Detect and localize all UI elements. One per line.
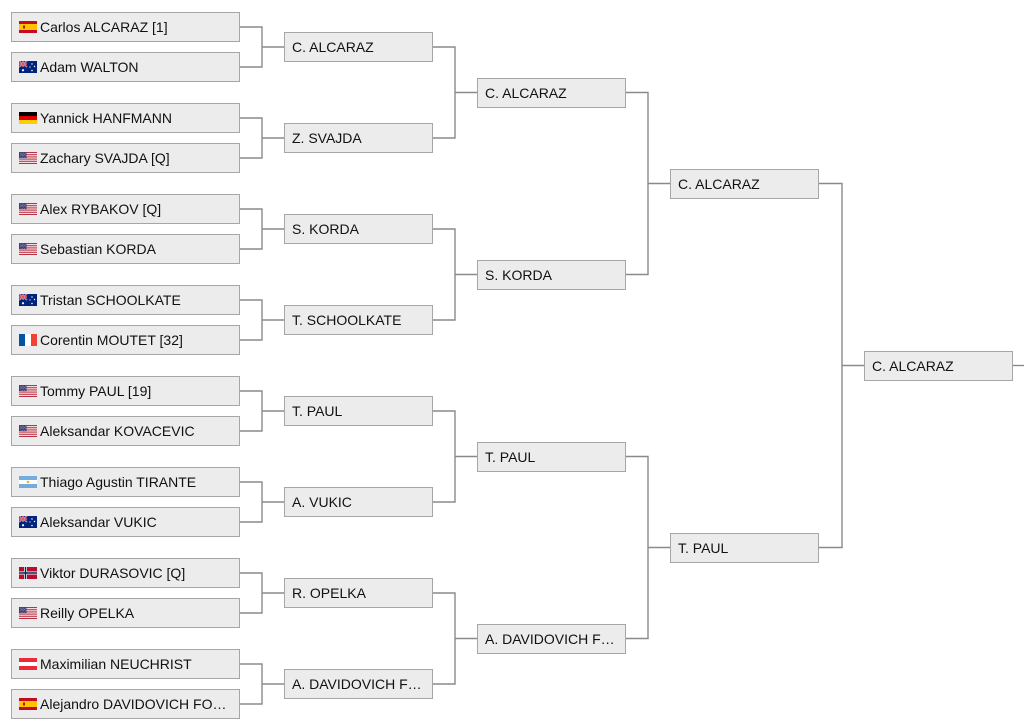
player-name: R. OPELKA [292,585,366,601]
bracket-connector [240,390,284,432]
bracket-connector [433,46,477,139]
player-name: Yannick HANFMANN [40,110,172,126]
player-name: C. ALCARAZ [485,84,567,101]
player-name: Alex RYBAKOV [Q] [40,201,162,217]
player-name: Zachary SVAJDA [Q] [40,150,170,166]
player-name: Z. SVAJDA [292,130,362,146]
player-name: Aleksandar KOVACEVIC [40,423,195,439]
r1-slot[interactable]: Zachary SVAJDA [Q] [11,143,240,173]
player-name: C. ALCARAZ [872,357,954,374]
player-name: A. VUKIC [292,494,352,510]
r2-slot[interactable]: A. VUKIC [284,487,433,517]
player-name: Viktor DURASOVIC [Q] [40,565,186,581]
australia-flag-icon [19,516,37,528]
r3-slot[interactable]: T. PAUL [477,441,626,472]
r1-slot[interactable]: Adam WALTON [11,52,240,82]
r1-slot[interactable]: Yannick HANFMANN [11,103,240,133]
player-name: Tommy PAUL [19] [40,383,152,399]
germany-flag-icon [19,112,37,124]
australia-flag-icon [19,61,37,73]
bracket-connector [240,117,284,159]
r1-slot[interactable]: Thiago Agustin TIRANTE [11,467,240,497]
player-name: Tristan SCHOOLKATE [40,292,181,308]
r1-slot[interactable]: Tommy PAUL [19] [11,376,240,406]
bracket-connector [240,299,284,341]
player-name: S. KORDA [485,266,552,283]
r4-slot[interactable]: T. PAUL [670,532,819,563]
player-name: T. PAUL [292,403,343,419]
r1-slot[interactable]: Aleksandar VUKIC [11,507,240,537]
r1-slot[interactable]: Reilly OPELKA [11,598,240,628]
usa-flag-icon [19,243,37,255]
r2-slot[interactable]: T. PAUL [284,396,433,426]
player-name: T. PAUL [678,539,729,556]
usa-flag-icon [19,385,37,397]
austria-flag-icon [19,658,37,670]
player-name: Maximilian NEUCHRIST [40,656,192,672]
r1-slot[interactable]: Viktor DURASOVIC [Q] [11,558,240,588]
argentina-flag-icon [19,476,37,488]
r2-slot[interactable]: A. DAVIDOVICH FOKINA [284,669,433,699]
australia-flag-icon [19,294,37,306]
r4-slot[interactable]: C. ALCARAZ [670,168,819,199]
player-name: C. ALCARAZ [678,175,760,192]
bracket-connector [240,572,284,614]
bracket-connector [433,228,477,321]
bracket-connector [819,182,864,549]
player-name: Reilly OPELKA [40,605,135,621]
r2-slot[interactable]: C. ALCARAZ [284,32,433,62]
spain-flag-icon [19,698,37,710]
player-name: Aleksandar VUKIC [40,514,157,530]
player-name: A. DAVIDOVICH FOKINA [485,630,618,647]
r1-slot[interactable]: Tristan SCHOOLKATE [11,285,240,315]
bracket-connector [240,481,284,523]
player-name: T. SCHOOLKATE [292,312,402,328]
r3-slot[interactable]: S. KORDA [477,259,626,290]
r1-slot[interactable]: Sebastian KORDA [11,234,240,264]
bracket-connector [433,592,477,685]
player-name: C. ALCARAZ [292,39,374,55]
france-flag-icon [19,334,37,346]
r3-slot[interactable]: C. ALCARAZ [477,77,626,108]
r1-slot[interactable]: Carlos ALCARAZ [1] [11,12,240,42]
bracket-connector [626,455,670,640]
r2-slot[interactable]: T. SCHOOLKATE [284,305,433,335]
usa-flag-icon [19,425,37,437]
usa-flag-icon [19,607,37,619]
player-name: T. PAUL [485,448,536,465]
r1-slot[interactable]: Corentin MOUTET [32] [11,325,240,355]
player-name: Thiago Agustin TIRANTE [40,474,197,490]
bracket-connector [433,410,477,503]
r5-slot[interactable]: C. ALCARAZ [864,350,1013,381]
r2-slot[interactable]: S. KORDA [284,214,433,244]
player-name: Sebastian KORDA [40,241,156,257]
r1-slot[interactable]: Alejandro DAVIDOVICH FOKINA [11,689,240,719]
bracket-connector [626,91,670,276]
player-name: Alejandro DAVIDOVICH FOKINA [40,696,232,712]
player-name: Adam WALTON [40,59,139,75]
r3-slot[interactable]: A. DAVIDOVICH FOKINA [477,623,626,654]
spain-flag-icon [19,21,37,33]
player-name: Corentin MOUTET [32] [40,332,183,348]
player-name: A. DAVIDOVICH FOKINA [292,676,425,692]
bracket-connector [240,663,284,705]
r1-slot[interactable]: Alex RYBAKOV [Q] [11,194,240,224]
r2-slot[interactable]: Z. SVAJDA [284,123,433,153]
bracket-connector [240,26,284,68]
norway-flag-icon [19,567,37,579]
usa-flag-icon [19,203,37,215]
player-name: S. KORDA [292,221,359,237]
usa-flag-icon [19,152,37,164]
r1-slot[interactable]: Maximilian NEUCHRIST [11,649,240,679]
bracket-connector [240,208,284,250]
r1-slot[interactable]: Aleksandar KOVACEVIC [11,416,240,446]
r2-slot[interactable]: R. OPELKA [284,578,433,608]
player-name: Carlos ALCARAZ [1] [40,19,168,35]
